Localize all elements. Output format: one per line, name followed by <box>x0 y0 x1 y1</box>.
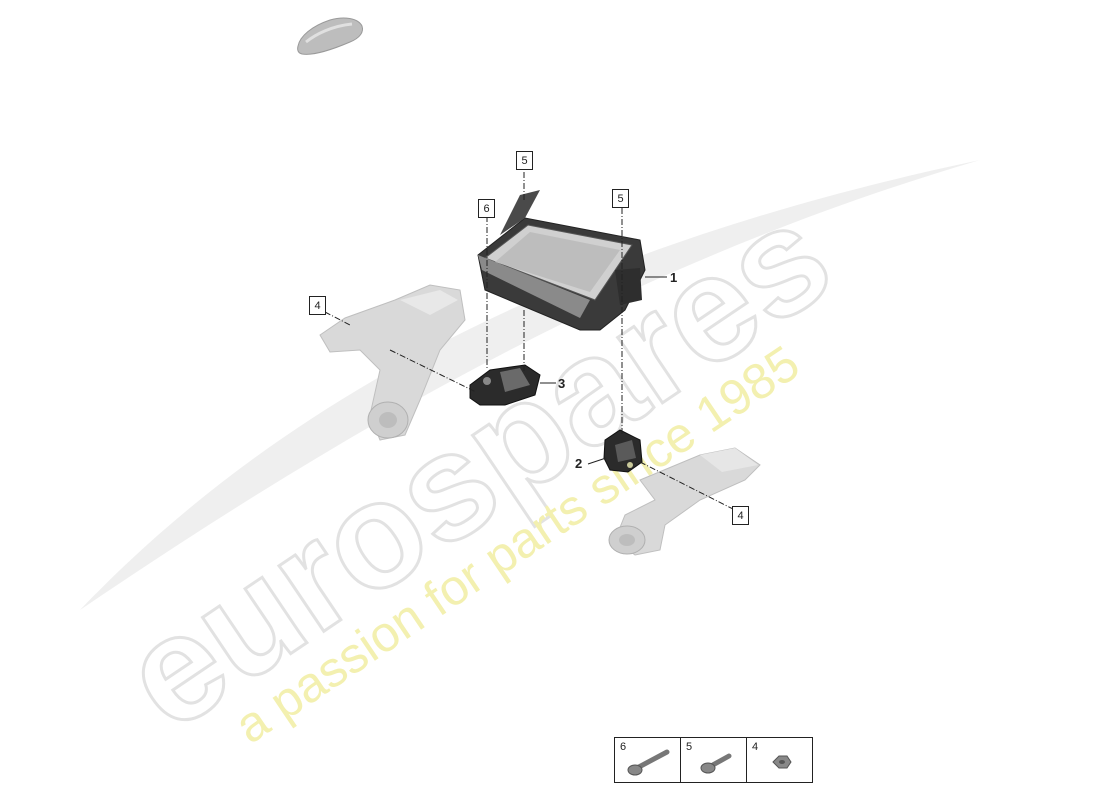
legend-cell-5: 5 <box>681 738 747 782</box>
left-mount-bracket <box>319 284 466 441</box>
legend-cell-4: 4 <box>747 738 812 782</box>
right-mount-bracket <box>608 447 761 556</box>
callout-4-left: 4 <box>309 296 326 315</box>
bolt-short-icon <box>700 753 732 774</box>
callout-2: 2 <box>575 456 583 471</box>
callout-5-top: 5 <box>516 151 533 170</box>
callout-1: 1 <box>670 270 678 285</box>
legend-number: 5 <box>686 741 693 753</box>
legend-cell-6: 6 <box>615 738 681 782</box>
callout-4-right: 4 <box>732 506 749 525</box>
callout-3: 3 <box>558 376 566 391</box>
callout-leaders <box>540 276 667 465</box>
control-unit-main <box>477 190 646 331</box>
support-bracket-2 <box>603 429 643 473</box>
callout-6: 6 <box>478 199 495 218</box>
support-bracket-3 <box>469 364 541 406</box>
leader-lines <box>324 172 736 511</box>
callout-5-right: 5 <box>612 189 629 208</box>
legend-number: 6 <box>620 741 627 753</box>
legend-number: 4 <box>752 741 759 753</box>
car-thumbnail-icon <box>297 17 363 55</box>
fastener-legend: 6 5 4 <box>614 737 813 783</box>
bolt-long-icon <box>627 749 670 776</box>
nut-icon <box>772 755 792 769</box>
